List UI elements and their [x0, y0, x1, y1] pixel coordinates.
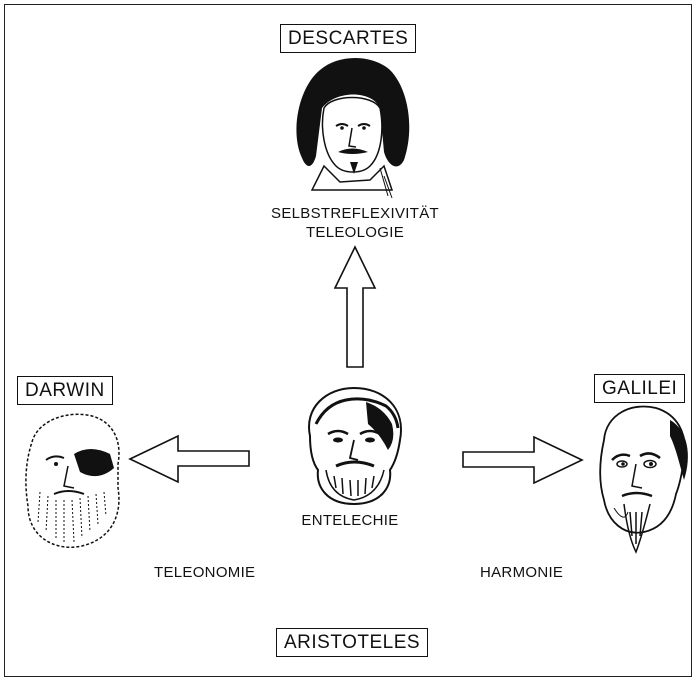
concept-label-left: TELEONOMIE [154, 564, 256, 581]
concept-label-right: HARMONIE [480, 564, 564, 581]
aristoteles-portrait-icon [308, 386, 402, 506]
name-box-aristoteles: ARISTOTELES [276, 628, 429, 657]
descartes-portrait-icon [296, 58, 410, 199]
concept-label-top-1: SELBSTREFLEXIVITÄT [271, 205, 439, 222]
concept-label-top-2: TELEOLOGIE [305, 224, 405, 241]
name-box-descartes: DESCARTES [280, 24, 417, 53]
diagram-frame [4, 4, 692, 677]
galilei-portrait-icon [599, 405, 688, 554]
name-box-darwin: DARWIN [17, 376, 113, 405]
name-box-galilei: GALILEI [594, 374, 686, 403]
darwin-portrait-icon [25, 413, 120, 548]
concept-label-center: ENTELECHIE [301, 512, 399, 529]
